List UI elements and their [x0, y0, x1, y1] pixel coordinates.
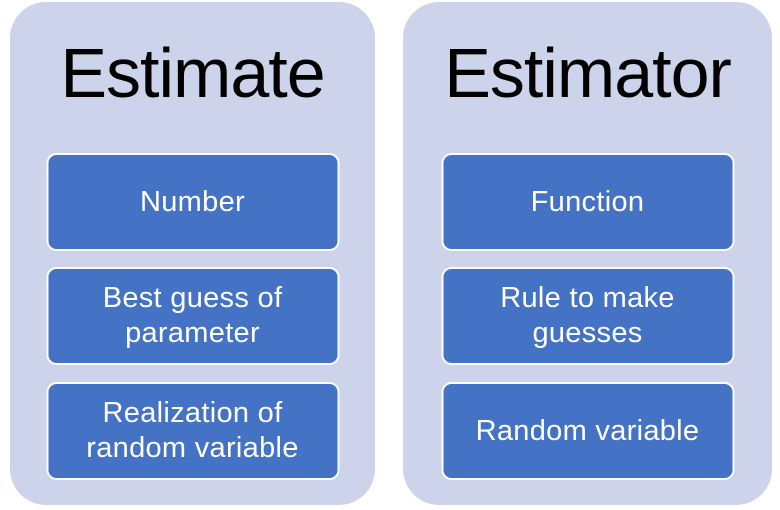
box-line: Best guess of	[102, 282, 283, 314]
box-line: random variable	[86, 432, 299, 464]
estimate-card: Estimate Number Best guess of parameter …	[10, 2, 375, 505]
concept-box-function: Function	[441, 153, 734, 251]
box-line: Random variable	[475, 414, 700, 447]
box-line: Rule to make	[500, 282, 675, 314]
concept-box-best-guess: Best guess of parameter	[46, 267, 339, 365]
estimator-title: Estimator	[444, 34, 732, 112]
box-line: Realization of	[102, 397, 283, 429]
estimator-card: Estimator Function Rule to make guesses …	[403, 2, 772, 505]
box-line: guesses	[532, 317, 643, 349]
box-line: Function	[530, 185, 645, 218]
box-line: Number	[140, 185, 245, 218]
concept-box-number: Number	[46, 153, 339, 251]
concept-box-random-variable: Random variable	[441, 382, 734, 480]
concept-box-rule: Rule to make guesses	[441, 267, 734, 365]
box-line: parameter	[125, 317, 260, 349]
concept-box-realization: Realization of random variable	[46, 382, 339, 480]
estimate-title: Estimate	[60, 34, 325, 112]
